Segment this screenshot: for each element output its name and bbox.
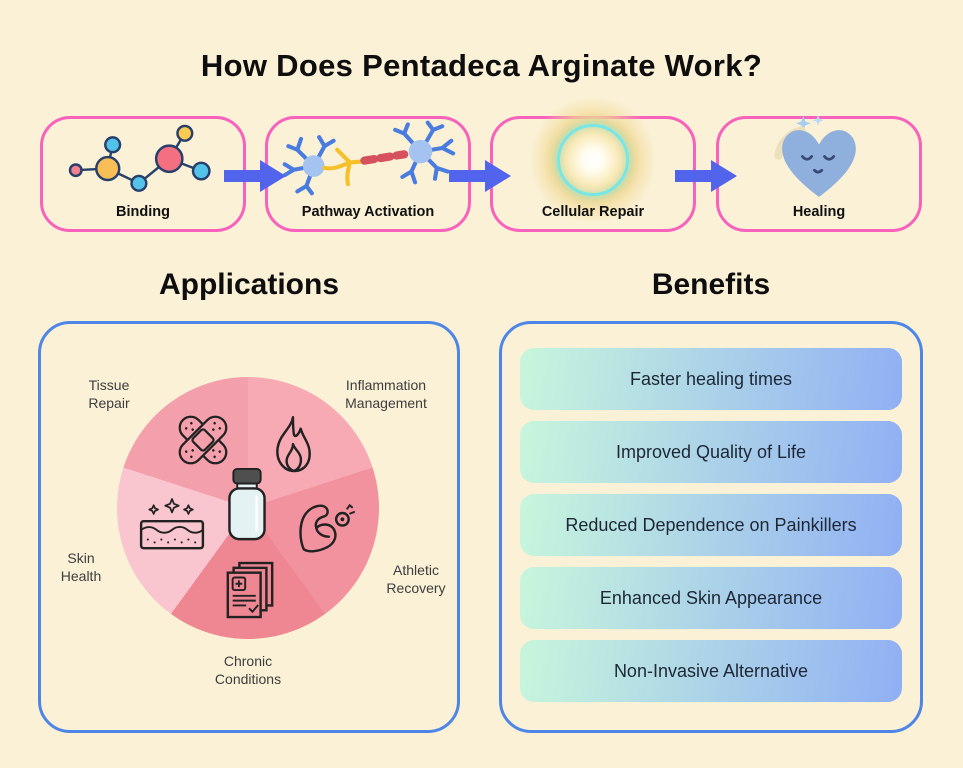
benefit-pill: Enhanced Skin Appearance — [520, 567, 902, 629]
benefit-pill: Reduced Dependence on Painkillers — [520, 494, 902, 556]
pie-label-athletic-recovery: Athletic Recovery — [386, 562, 446, 597]
benefits-panel: Faster healing times Improved Quality of… — [499, 321, 923, 733]
pie-label-tissue-repair: Tissue Repair — [88, 377, 130, 412]
molecule-icon — [43, 121, 243, 202]
benefit-pill: Improved Quality of Life — [520, 421, 902, 483]
arrow-right-icon — [224, 160, 286, 192]
process-step-healing: Healing — [716, 115, 922, 232]
bandage-icon — [178, 415, 228, 465]
page-title: How Does Pentadeca Arginate Work? — [200, 48, 763, 83]
muscle-icon — [299, 503, 355, 553]
process-step-binding: Binding — [40, 116, 246, 232]
process-step-cellular-repair: Cellular Repair — [490, 96, 696, 232]
pie-label-chronic-conditions: Chronic Conditions — [214, 653, 282, 688]
step-label: Healing — [792, 204, 846, 220]
benefit-pill: Non-Invasive Alternative — [520, 640, 902, 702]
arrow-right-icon — [449, 160, 511, 192]
step-label: Cellular Repair — [541, 204, 645, 220]
applications-heading: Applications — [158, 268, 339, 301]
healing-heart-icon — [719, 115, 919, 202]
benefit-pill: Faster healing times — [520, 348, 902, 410]
step-label: Binding — [116, 204, 170, 220]
applications-panel: Tissue Repair Inflammation Management Sk… — [38, 321, 460, 733]
process-step-pathway-activation: Pathway Activation — [265, 116, 471, 232]
neurons-icon — [268, 120, 468, 202]
benefits-heading: Benefits — [651, 268, 771, 301]
step-label: Pathway Activation — [301, 204, 435, 220]
pie-label-inflammation-management: Inflammation Management — [345, 377, 427, 412]
vial-icon — [228, 467, 266, 541]
medical-documents-icon — [226, 561, 274, 619]
pie-label-skin-health: Skin Health — [60, 550, 102, 585]
skin-layer-icon — [139, 498, 205, 550]
arrow-right-icon — [675, 160, 737, 192]
cell-ring — [557, 123, 629, 196]
flame-icon — [276, 415, 311, 473]
glowing-cell-icon — [493, 96, 693, 223]
